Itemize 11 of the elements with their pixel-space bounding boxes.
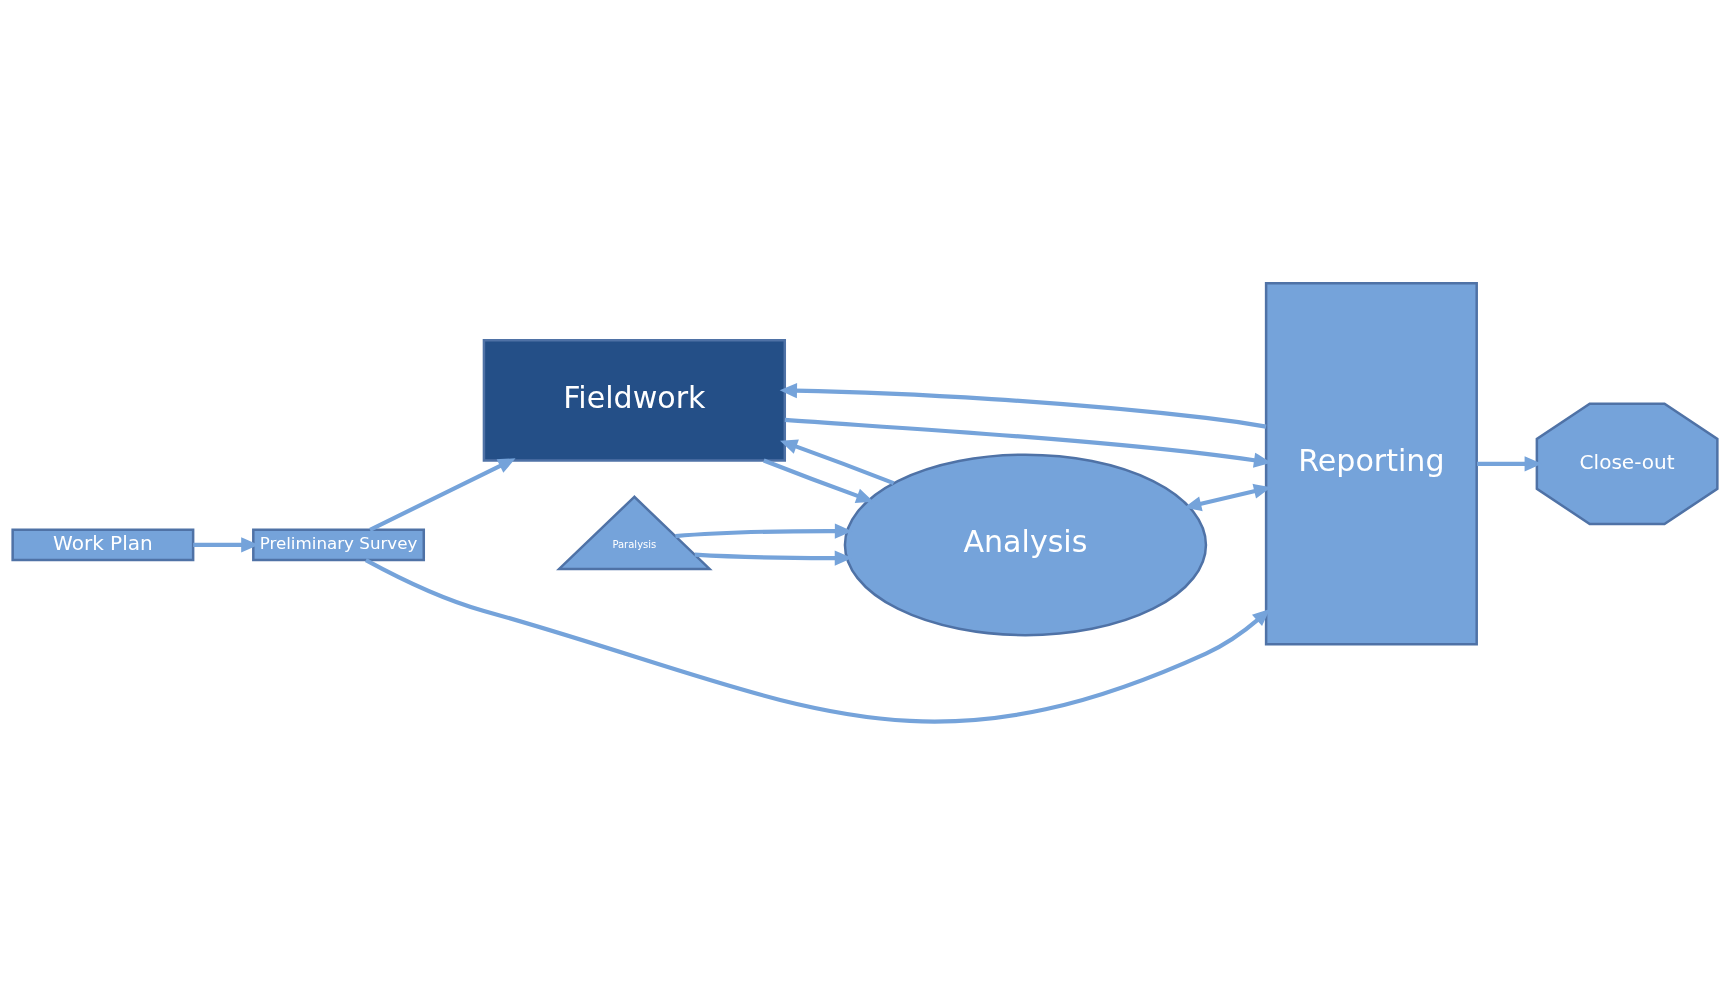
node-box: Work Plan [11, 528, 195, 562]
arrow [369, 458, 516, 532]
arrow [1477, 456, 1542, 472]
arrow [779, 383, 1267, 429]
node-box: Reporting [1264, 282, 1478, 646]
arrow [763, 458, 874, 503]
arrow [364, 558, 1270, 724]
arrow [780, 439, 895, 486]
node-box: Fieldwork [482, 338, 787, 462]
node-ellipse: Analysis [843, 453, 1208, 637]
node-box: Preliminary Survey [252, 528, 426, 562]
